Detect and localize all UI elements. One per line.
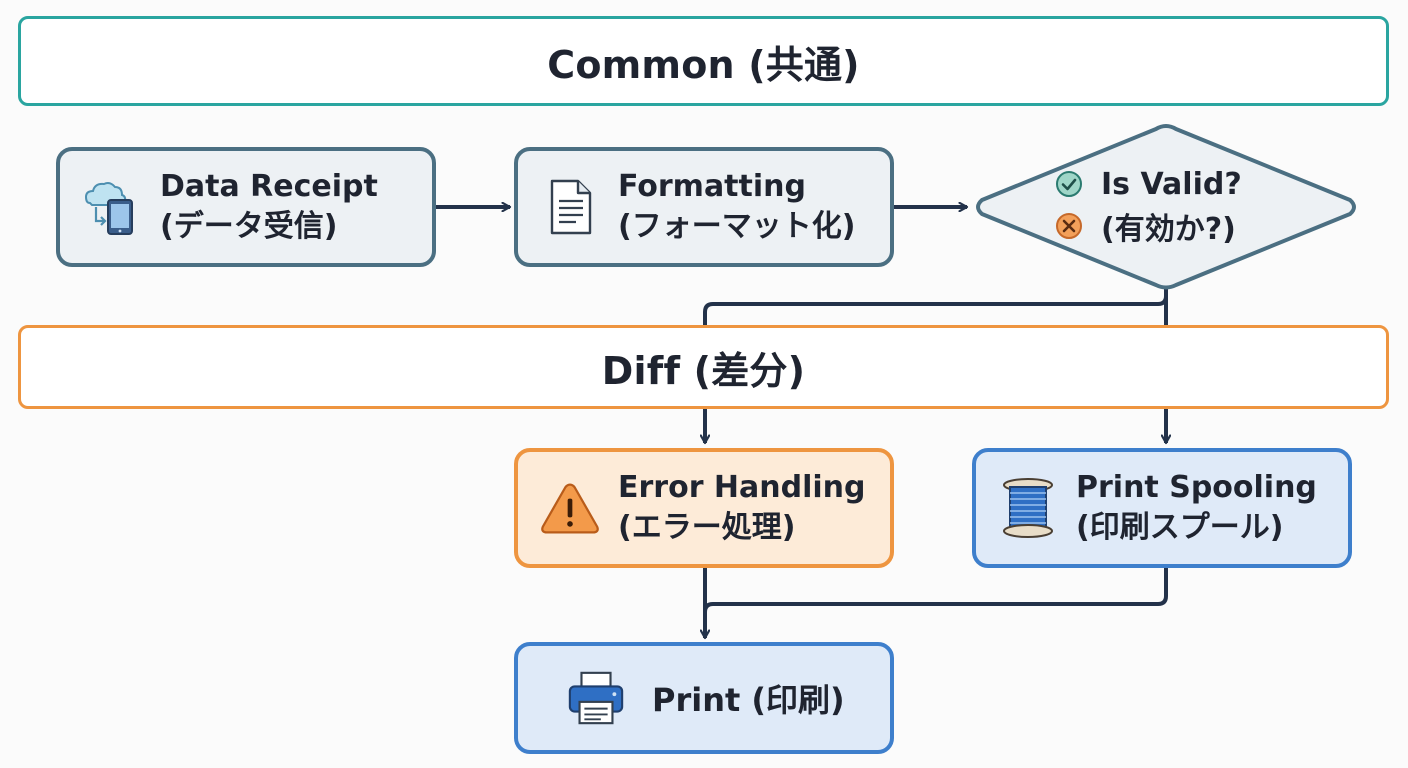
error-handling-node: Error Handling (エラー処理) xyxy=(514,448,894,568)
decision-title: Is Valid? xyxy=(1101,166,1242,202)
printer-icon xyxy=(566,668,626,728)
decision-diamond xyxy=(976,124,1356,290)
print-spooling-subtitle: (印刷スプール) xyxy=(1076,510,1284,545)
error-handling-title: Error Handling xyxy=(618,470,866,505)
print-spooling-node: Print Spooling (印刷スプール) xyxy=(972,448,1352,568)
data-receipt-title: Data Receipt xyxy=(160,169,378,204)
common-section-banner: Common (共通) xyxy=(18,16,1389,106)
check-circle-icon xyxy=(1055,170,1083,198)
formatting-label: Formatting (フォーマット化) xyxy=(618,167,855,247)
error-handling-subtitle: (エラー処理) xyxy=(618,510,796,545)
x-circle-icon xyxy=(1055,212,1083,240)
print-title: Print (印刷) xyxy=(652,681,845,719)
data-receipt-label: Data Receipt (データ受信) xyxy=(160,167,378,247)
data-receipt-subtitle: (データ受信) xyxy=(160,209,338,244)
formatting-subtitle: (フォーマット化) xyxy=(618,209,856,244)
document-icon xyxy=(540,177,600,237)
print-spooling-title: Print Spooling xyxy=(1076,470,1317,505)
cloud-tablet-icon xyxy=(82,177,142,237)
decision-invalid-row: (有効か?) xyxy=(1055,205,1295,247)
spool-icon xyxy=(998,478,1058,538)
diff-section-banner: Diff (差分) xyxy=(18,325,1389,409)
error-handling-label: Error Handling (エラー処理) xyxy=(618,468,866,548)
arrow-spooling-to-print xyxy=(703,568,1168,613)
print-node: Print (印刷) xyxy=(514,642,894,754)
print-spooling-label: Print Spooling (印刷スプール) xyxy=(1076,468,1317,548)
warning-icon xyxy=(540,478,600,538)
decision-subtitle: (有効か?) xyxy=(1101,212,1236,247)
formatting-title: Formatting xyxy=(618,169,806,204)
formatting-node: Formatting (フォーマット化) xyxy=(514,147,894,267)
decision-valid-row: Is Valid? xyxy=(1055,163,1295,205)
diff-section-title: Diff (差分) xyxy=(601,348,806,393)
data-receipt-node: Data Receipt (データ受信) xyxy=(56,147,436,267)
common-section-title: Common (共通) xyxy=(547,42,860,87)
decision-label: Is Valid? (有効か?) xyxy=(1055,163,1295,247)
